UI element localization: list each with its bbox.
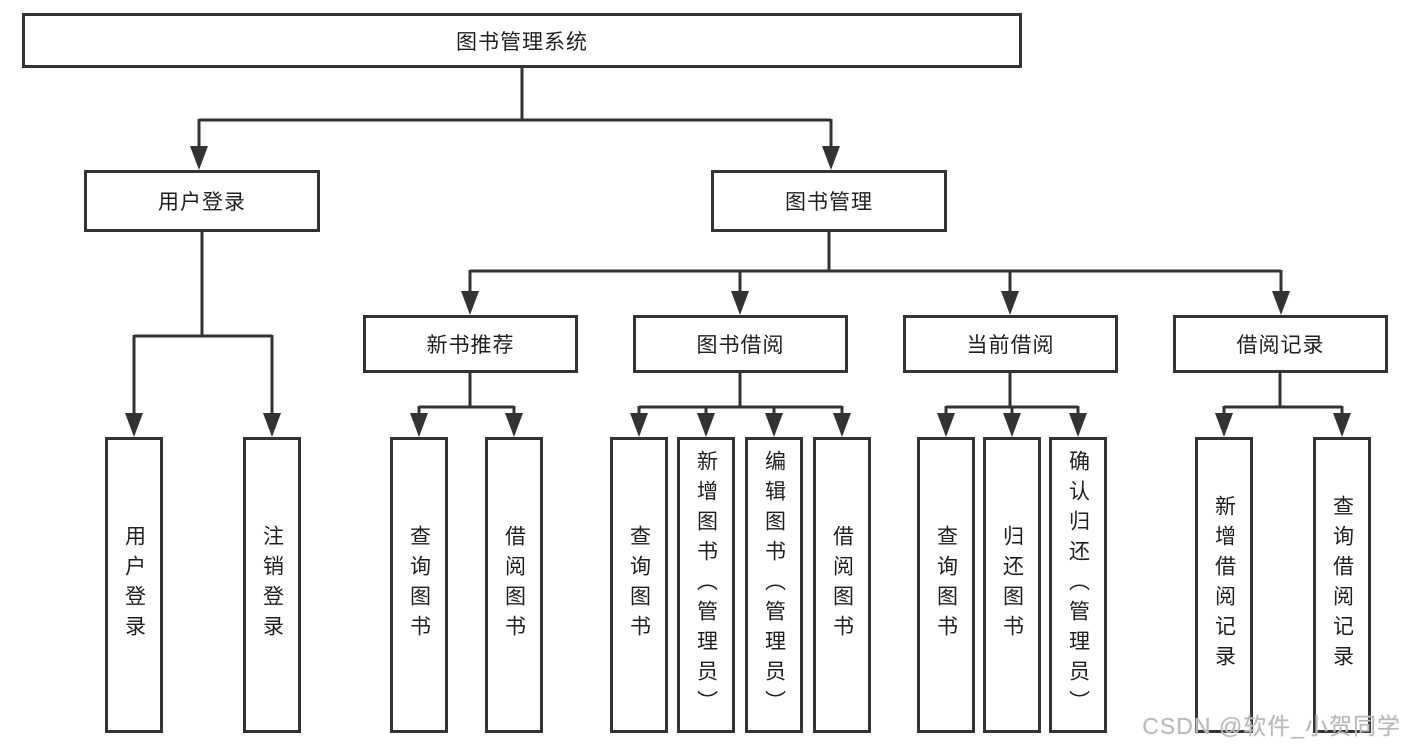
leaf-label: 借阅图书 <box>502 525 526 645</box>
node-leaf-query-borrow-record: 查询借阅记录 <box>1313 437 1371 733</box>
leaf-label: 用户登录 <box>122 525 146 645</box>
leaf-label: 新增借阅记录 <box>1212 495 1236 675</box>
leaf-label: 查询借阅记录 <box>1330 495 1354 675</box>
node-user-login-branch: 用户登录 <box>84 170 320 232</box>
node-leaf-edit-books-admin: 编辑图书（管理员） <box>745 437 803 733</box>
node-leaf-query-books-recommend: 查询图书 <box>390 437 448 733</box>
leaf-label: 注销登录 <box>260 525 284 645</box>
leaf-label: 确认归还（管理员） <box>1066 450 1090 720</box>
node-leaf-logout: 注销登录 <box>243 437 301 733</box>
arrowhead-icons <box>125 146 1351 437</box>
leaf-label: 编辑图书（管理员） <box>762 450 786 720</box>
node-leaf-query-books-current: 查询图书 <box>917 437 975 733</box>
leaf-label: 归还图书 <box>1000 525 1024 645</box>
node-leaf-query-books-borrowing: 查询图书 <box>610 437 668 733</box>
leaf-label: 查询图书 <box>627 525 651 645</box>
node-leaf-add-borrow-record: 新增借阅记录 <box>1195 437 1253 733</box>
csdn-watermark: CSDN @软件_小贺同学 <box>1142 713 1401 739</box>
node-leaf-borrow-books: 借阅图书 <box>813 437 871 733</box>
node-borrowing-records: 借阅记录 <box>1173 315 1388 373</box>
leaf-label: 新增图书（管理员） <box>694 450 718 720</box>
node-leaf-confirm-return-admin: 确认归还（管理员） <box>1049 437 1107 733</box>
leaf-label: 查询图书 <box>407 525 431 645</box>
node-current-borrowing: 当前借阅 <box>903 315 1118 373</box>
node-library-management-system: 图书管理系统 <box>22 13 1022 68</box>
node-leaf-user-login: 用户登录 <box>105 437 163 733</box>
node-book-management-branch: 图书管理 <box>711 170 947 232</box>
node-leaf-return-books: 归还图书 <box>983 437 1041 733</box>
node-leaf-add-books-admin: 新增图书（管理员） <box>677 437 735 733</box>
leaf-label: 查询图书 <box>934 525 958 645</box>
leaf-label: 借阅图书 <box>830 525 854 645</box>
node-book-borrowing: 图书借阅 <box>633 315 848 373</box>
node-new-book-recommend: 新书推荐 <box>363 315 578 373</box>
node-leaf-borrow-books-recommend: 借阅图书 <box>485 437 543 733</box>
